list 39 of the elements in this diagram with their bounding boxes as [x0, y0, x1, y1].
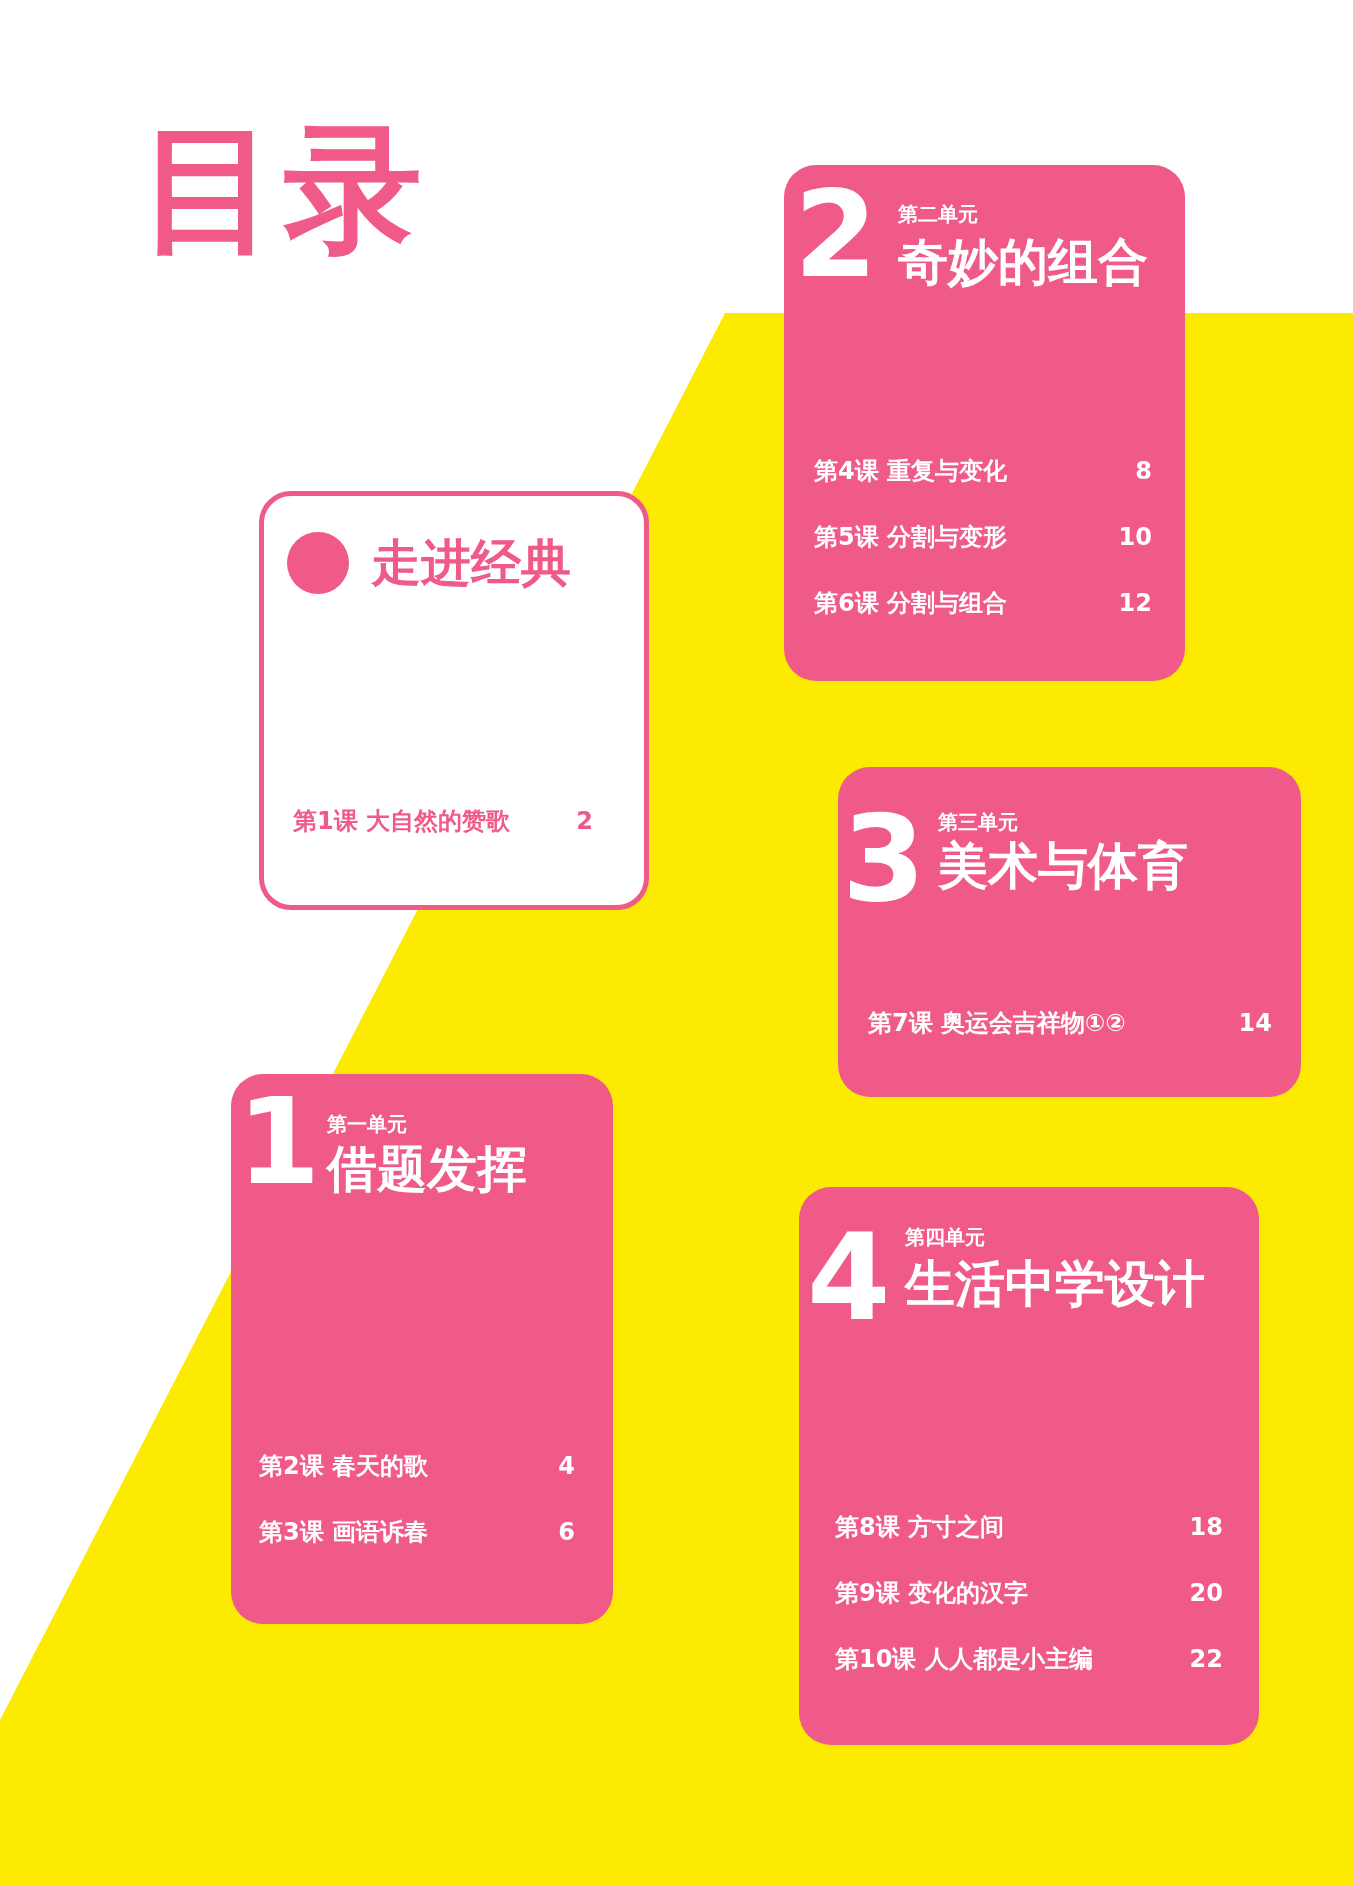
unit-card [231, 1074, 613, 1624]
page-number: 2 [576, 806, 593, 837]
lesson-title: 第3课 画语诉春 [259, 1517, 429, 1548]
page-number: 20 [1189, 1578, 1223, 1609]
lesson-title: 第1课 大自然的赞歌 [293, 806, 511, 837]
page-number: 10 [1118, 522, 1152, 553]
page-number: 14 [1238, 1008, 1272, 1039]
lesson-title: 第10课 人人都是小主编 [835, 1644, 1093, 1675]
unit-label: 第三单元 [938, 809, 1018, 835]
unit-title: 借题发挥 [327, 1139, 527, 1200]
unit-label: 第一单元 [327, 1111, 407, 1137]
page-number: 12 [1118, 588, 1152, 619]
chapter-title: 走进经典 [371, 533, 571, 593]
lesson-title: 第4课 重复与变化 [814, 456, 1008, 487]
lesson-title: 第5课 分割与变形 [814, 522, 1008, 553]
unit-title: 美术与体育 [938, 836, 1188, 897]
page-number: 18 [1189, 1512, 1223, 1543]
lesson-title: 第2课 春天的歌 [259, 1451, 429, 1482]
page-number: 6 [558, 1517, 575, 1548]
page-number: 8 [1135, 456, 1152, 487]
unit-title: 奇妙的组合 [898, 232, 1148, 293]
page-title: 目录 [140, 110, 428, 270]
unit-card [838, 767, 1301, 1097]
unit-number: 4 [807, 1213, 891, 1343]
lesson-title: 第8课 方寸之间 [835, 1512, 1005, 1543]
page-number: 22 [1189, 1644, 1223, 1675]
unit-number: 3 [842, 794, 926, 924]
chapter-card [259, 491, 649, 910]
unit-label: 第四单元 [905, 1224, 985, 1250]
unit-number: 2 [794, 170, 878, 300]
unit-title: 生活中学设计 [905, 1254, 1205, 1315]
unit-card [784, 165, 1185, 681]
unit-number: 1 [237, 1077, 321, 1207]
unit-label: 第二单元 [898, 201, 978, 227]
unit-card [799, 1187, 1259, 1745]
lesson-title: 第9课 变化的汉字 [835, 1578, 1029, 1609]
lesson-title: 第6课 分割与组合 [814, 588, 1008, 619]
page-number: 4 [558, 1451, 575, 1482]
lesson-title: 第7课 奥运会吉祥物①② [868, 1008, 1126, 1039]
